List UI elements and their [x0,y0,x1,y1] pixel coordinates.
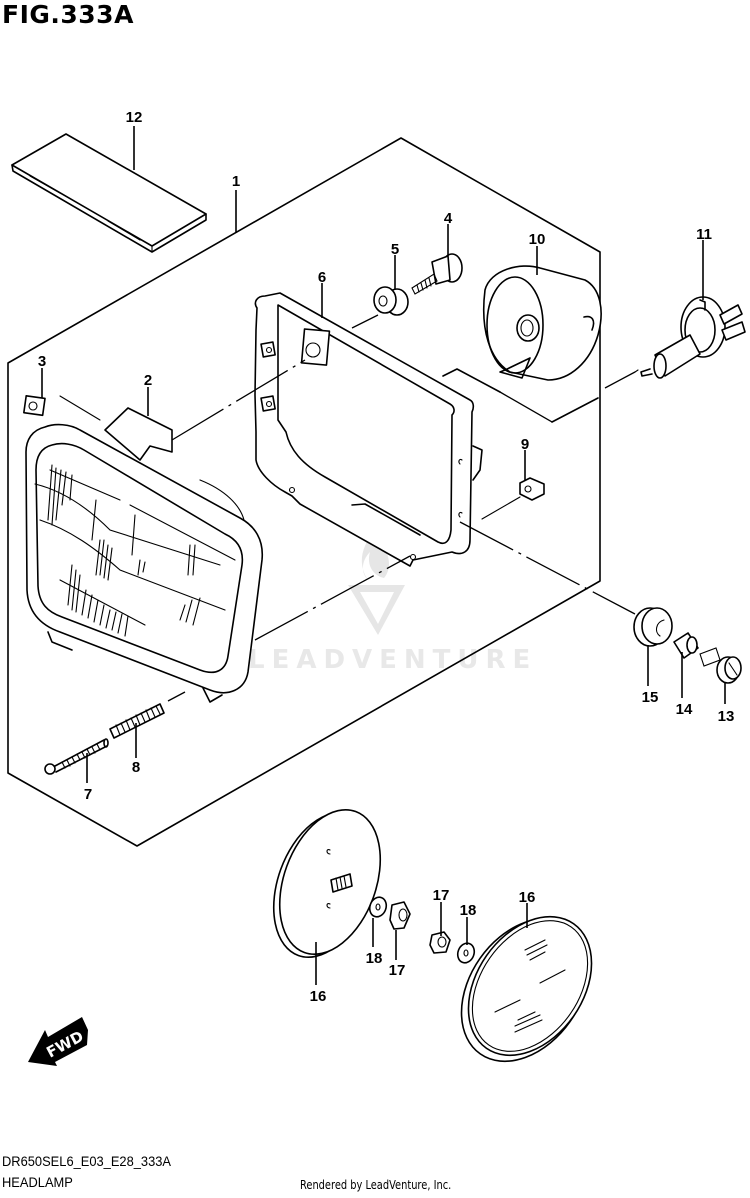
callout-15[interactable]: 15 [642,689,659,706]
watermark: LEADVENTURE [248,530,537,675]
assembly-frame-inner-line-2 [551,397,599,423]
callout-7[interactable]: 7 [84,786,92,803]
part-18-washer-right[interactable] [455,941,477,965]
part-5-grommet[interactable] [373,286,409,316]
callout-10[interactable]: 10 [529,231,546,248]
assembly-frame-outline [7,137,601,847]
callout-13[interactable]: 13 [718,708,735,725]
callout-labels: 1 2 3 4 5 6 7 8 9 10 11 12 13 14 15 16 1… [38,109,735,1005]
callout-1[interactable]: 1 [232,173,240,190]
lens-hatching [47,464,201,637]
callout-5[interactable]: 5 [391,241,399,258]
assembly-frame-inner-line [442,368,501,393]
part-11-bulb[interactable] [604,296,746,389]
figure-title: FIG.333A [2,0,134,29]
part-3-nut[interactable] [23,395,101,421]
part-13-bolt[interactable] [699,647,742,684]
callout-14[interactable]: 14 [676,701,693,718]
leader-grommet [351,314,379,329]
fwd-direction-arrow-icon: FWD [28,1017,88,1066]
part-14-collar[interactable] [673,632,699,659]
part-17-nut-left[interactable] [389,901,411,930]
callout-18-left[interactable]: 18 [366,950,383,967]
part-10-socket-cover[interactable] [482,265,602,381]
assembly-leader-line [459,521,636,615]
part-7-screw[interactable] [44,738,109,775]
part-16-reflector-left[interactable] [255,796,399,971]
callout-17-right[interactable]: 17 [433,887,450,904]
callout-8[interactable]: 8 [132,759,140,776]
callout-9[interactable]: 9 [521,436,529,453]
assembly-frame-inner-dash [499,391,553,423]
callout-2[interactable]: 2 [144,372,152,389]
part-17-nut-right[interactable] [429,931,451,954]
callout-18-right[interactable]: 18 [460,902,477,919]
part-18-washer-left[interactable] [367,895,389,919]
part-8-spring[interactable] [109,691,186,739]
watermark-text: LEADVENTURE [248,645,537,675]
part-9-nut[interactable] [481,477,545,520]
part-2-headlamp-unit[interactable] [25,407,264,703]
callout-11[interactable]: 11 [696,226,712,243]
part-4-bolt[interactable] [411,253,463,295]
render-credit: Rendered by LeadVenture, Inc. [300,1178,452,1192]
callout-leaders [41,126,726,985]
part-15-cushion[interactable] [633,607,673,647]
callout-16-left[interactable]: 16 [310,988,327,1005]
callout-4[interactable]: 4 [444,210,453,227]
callout-17-left[interactable]: 17 [389,962,406,979]
watermark-v-logo-icon [348,585,405,635]
callout-12[interactable]: 12 [126,109,143,126]
leader-headlamp-frame-bottom [254,555,411,641]
figure-code: DR650SEL6_E03_E28_333A [2,1153,172,1169]
part-16-reflector-right[interactable] [435,893,617,1085]
part-12-cushion[interactable] [11,133,207,253]
callout-16-right[interactable]: 16 [519,889,536,906]
part-6-headlamp-frame[interactable] [254,292,483,567]
figure-name: HEADLAMP [2,1174,73,1190]
callout-3[interactable]: 3 [38,353,46,370]
leader-headlamp-frame [171,359,306,441]
callout-6[interactable]: 6 [318,269,326,286]
